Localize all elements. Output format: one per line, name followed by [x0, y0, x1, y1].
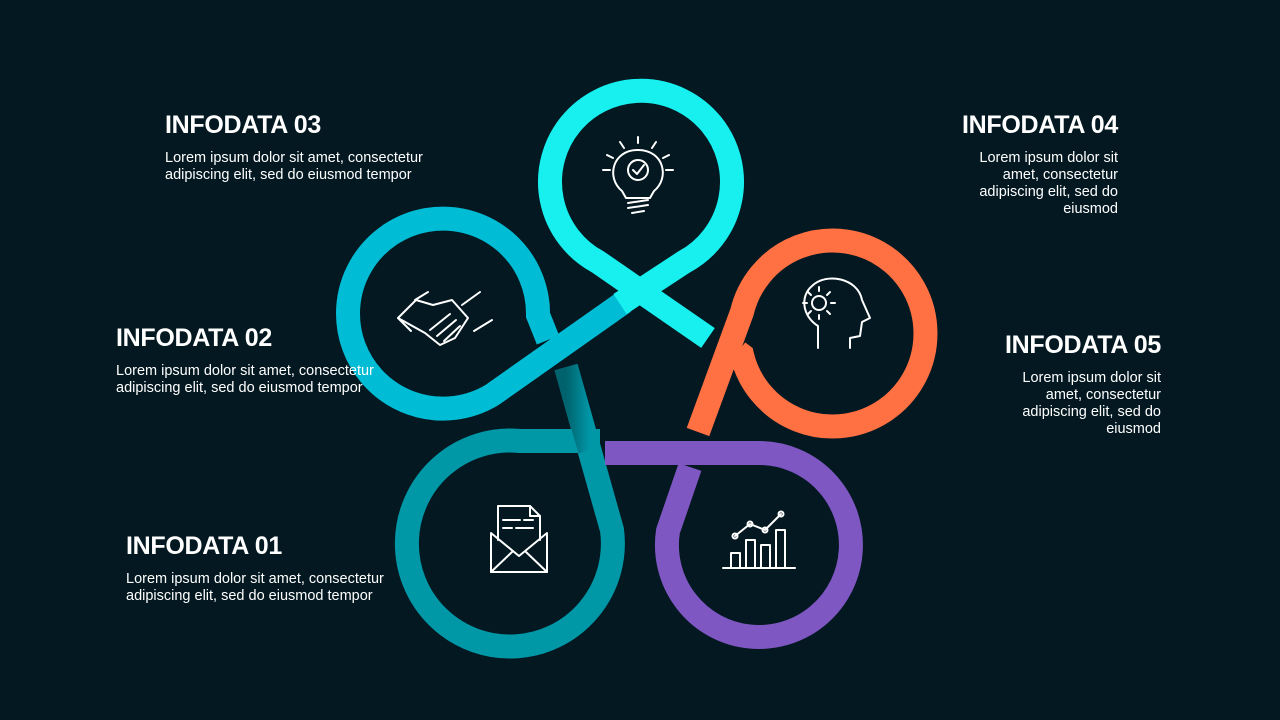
info-body-05: Lorem ipsum dolor sit amet, consectetur … — [1022, 370, 1161, 437]
info-body-01: Lorem ipsum dolor sit amet, consectetur … — [126, 571, 384, 604]
lightbulb-icon — [602, 136, 674, 214]
petal-05 — [605, 441, 863, 649]
info-block-05: INFODATA 05 Lorem ipsum dolor sit amet, … — [891, 331, 1161, 438]
petal-03 — [538, 78, 744, 348]
bar-chart-icon — [722, 510, 796, 569]
info-block-03: INFODATA 03 Lorem ipsum dolor sit amet, … — [165, 111, 435, 184]
info-body-03: Lorem ipsum dolor sit amet, consectetur … — [165, 150, 423, 183]
info-title-05: INFODATA 05 — [1005, 331, 1161, 359]
petal-02 — [336, 206, 631, 421]
info-block-04: INFODATA 04 Lorem ipsum dolor sit amet, … — [848, 111, 1118, 218]
info-title-01: INFODATA 01 — [126, 532, 282, 560]
info-title-04: INFODATA 04 — [962, 111, 1118, 139]
petal-04 — [686, 228, 938, 439]
head-gear-icon — [802, 277, 871, 349]
info-body-04: Lorem ipsum dolor sit amet, consectetur … — [979, 150, 1118, 217]
info-block-01: INFODATA 01 Lorem ipsum dolor sit amet, … — [126, 532, 396, 605]
envelope-document-icon — [490, 505, 548, 573]
info-body-02: Lorem ipsum dolor sit amet, consectetur … — [116, 363, 374, 396]
info-title-03: INFODATA 03 — [165, 111, 321, 139]
info-block-02: INFODATA 02 Lorem ipsum dolor sit amet, … — [116, 324, 386, 397]
info-title-02: INFODATA 02 — [116, 324, 272, 352]
handshake-icon — [397, 291, 493, 346]
petal-01 — [394, 363, 625, 659]
